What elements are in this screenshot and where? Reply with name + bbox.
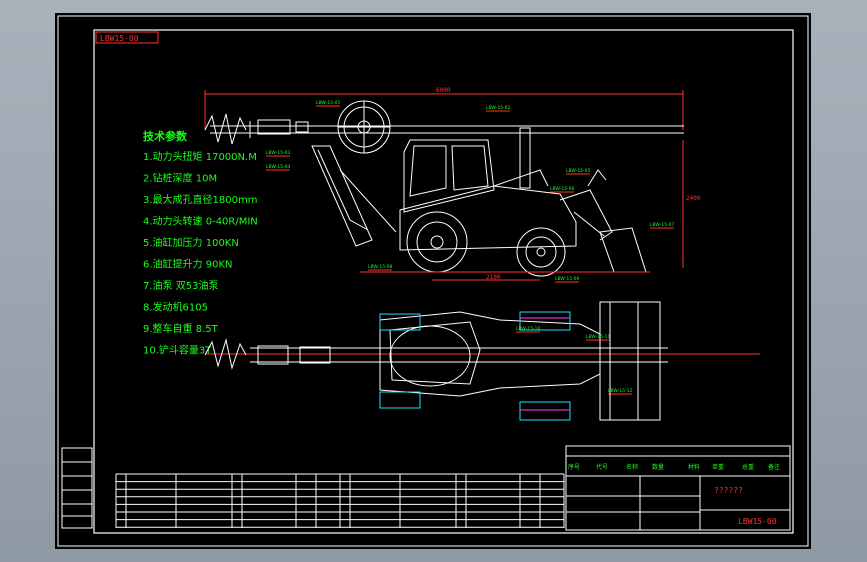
center-label: ?????? <box>714 486 743 495</box>
drawing-number: LBW15-00 <box>738 517 777 526</box>
spec-item: 8.发动机6105 <box>143 301 208 314</box>
side-view <box>204 90 684 281</box>
spec-item: 5.油缸加压力 100KN <box>143 236 239 249</box>
spec-item: 9.整车自重 8.5T <box>143 322 219 335</box>
spec-item: 3.最大成孔直径1800mm <box>143 193 257 206</box>
drawing-sheet[interactable] <box>55 13 811 549</box>
callout-label: LBW-15-09 <box>555 276 580 282</box>
title-block-headers: 序号 代号 名称 数量 材料 单重 总重 备注 <box>568 463 780 471</box>
title-block-header: 单重 <box>712 463 724 471</box>
title-block-header: 序号 <box>568 463 580 471</box>
dimension-wheel: 2100 <box>486 274 501 281</box>
specs-list: 1.动力头扭矩 17000N.M 2.钻桩深度 10M 3.最大成孔直径1800mm… <box>143 150 258 357</box>
title-block <box>565 445 791 531</box>
stamp-code: LBW15-00 <box>100 34 139 43</box>
title-block-header: 数量 <box>652 463 664 471</box>
title-block-header: 备注 <box>768 463 780 471</box>
callout-labels: LBW-15-01LBW-15-02LBW-15-03LBW-15-04LBW-… <box>266 100 675 395</box>
callout-label: LBW-15-02 <box>486 105 511 111</box>
callout-label: LBW-15-01 <box>316 100 341 106</box>
spec-item: 7.油泵 双53油泵 <box>143 279 218 292</box>
callout-label: LBW-15-04 <box>266 164 291 170</box>
callout-label: LBW-15-05 <box>566 168 591 174</box>
title-block-header: 总重 <box>742 463 754 471</box>
dimension-height: 2400 <box>686 195 701 202</box>
spec-item: 1.动力头扭矩 17000N.M <box>143 150 257 163</box>
spec-item: 4.动力头转速 0-40R/MIN <box>143 215 258 228</box>
inner-frame <box>93 29 794 534</box>
outer-frame <box>57 15 809 547</box>
callout-label: LBW-15-07 <box>650 222 675 228</box>
callout-label: LBW-15-06 <box>550 186 575 192</box>
title-block-header: 材料 <box>688 463 700 471</box>
specs-title: 技术参数 <box>143 129 188 143</box>
parts-list-table <box>115 473 565 528</box>
spec-item: 2.钻桩深度 10M <box>143 172 217 185</box>
callout-label: LBW-15-11 <box>586 334 611 340</box>
dimension-top: 6000 <box>436 87 451 94</box>
callout-label: LBW-15-08 <box>368 264 393 270</box>
revision-column <box>61 447 93 529</box>
stamp-box <box>95 31 159 44</box>
spec-item: 10.铲斗容量3T <box>143 344 212 357</box>
spec-item: 6.油缸提升力 90KN <box>143 258 232 271</box>
callout-label: LBW-15-12 <box>608 388 633 394</box>
callout-label: LBW-15-03 <box>266 150 291 156</box>
top-view <box>204 301 760 421</box>
callout-label: LBW-15-10 <box>516 326 541 332</box>
title-block-header: 代号 <box>596 463 608 471</box>
title-block-header: 名称 <box>626 463 638 471</box>
